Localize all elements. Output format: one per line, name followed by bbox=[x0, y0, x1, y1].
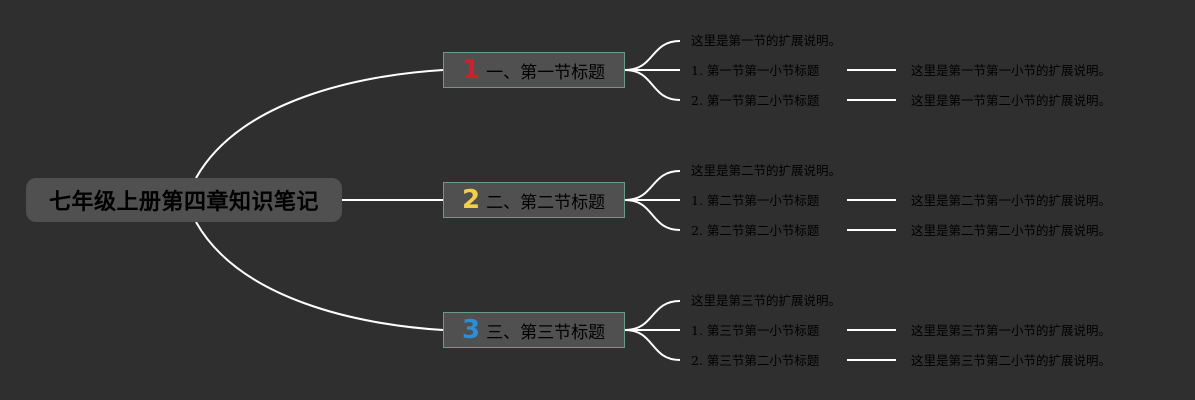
subsection-description-3-2[interactable]: 这里是第三节第二小节的扩展说明。 bbox=[911, 353, 1112, 368]
connector-s3-sub2 bbox=[624, 329, 681, 361]
connector-s2-sub2 bbox=[624, 199, 681, 231]
subsection-description-2-1[interactable]: 这里是第二节第一小节的扩展说明。 bbox=[911, 193, 1112, 208]
section-node-3[interactable]: 3 三、第三节标题 bbox=[443, 312, 625, 348]
section-title-2: 二、第二节标题 bbox=[486, 192, 606, 213]
root-node[interactable]: 七年级上册第四章知识笔记 bbox=[26, 178, 342, 222]
subsection-title-3-1[interactable]: 1. 第三节第一小节标题 bbox=[691, 323, 820, 338]
subsection-title-3-2[interactable]: 2. 第三节第二小节标题 bbox=[691, 353, 820, 368]
subsection-description-3-1[interactable]: 这里是第三节第一小节的扩展说明。 bbox=[911, 323, 1112, 338]
subsection-description-2-2[interactable]: 这里是第二节第二小节的扩展说明。 bbox=[911, 223, 1112, 238]
section-description-3[interactable]: 这里是第三节的扩展说明。 bbox=[691, 293, 842, 308]
section-title-1: 一、第一节标题 bbox=[486, 62, 606, 83]
section-number-1: 1 bbox=[462, 55, 481, 85]
subsection-title-2-1[interactable]: 1. 第二节第一小节标题 bbox=[691, 193, 820, 208]
connector-root-s1 bbox=[195, 69, 444, 179]
subsection-title-1-1[interactable]: 1. 第一节第一小节标题 bbox=[691, 63, 820, 78]
root-title: 七年级上册第四章知识笔记 bbox=[48, 190, 319, 215]
section-node-1[interactable]: 1 一、第一节标题 bbox=[443, 52, 625, 88]
section-node-2[interactable]: 2 二、第二节标题 bbox=[443, 182, 625, 218]
connector-s3-desc bbox=[624, 300, 681, 331]
section-description-1[interactable]: 这里是第一节的扩展说明。 bbox=[691, 33, 842, 48]
subsection-title-2-2[interactable]: 2. 第二节第二小节标题 bbox=[691, 223, 820, 238]
section-number-2: 2 bbox=[462, 185, 481, 215]
connector-s1-desc bbox=[624, 40, 681, 71]
section-number-3: 3 bbox=[462, 315, 481, 345]
section-description-2[interactable]: 这里是第二节的扩展说明。 bbox=[691, 163, 842, 178]
subsection-description-1-2[interactable]: 这里是第一节第二小节的扩展说明。 bbox=[911, 93, 1112, 108]
connector-s1-sub2 bbox=[624, 69, 681, 101]
connector-root-s3 bbox=[195, 221, 444, 331]
subsection-title-1-2[interactable]: 2. 第一节第二小节标题 bbox=[691, 93, 820, 108]
section-title-3: 三、第三节标题 bbox=[486, 322, 606, 343]
subsection-description-1-1[interactable]: 这里是第一节第一小节的扩展说明。 bbox=[911, 63, 1112, 78]
connector-s2-desc bbox=[624, 170, 681, 201]
